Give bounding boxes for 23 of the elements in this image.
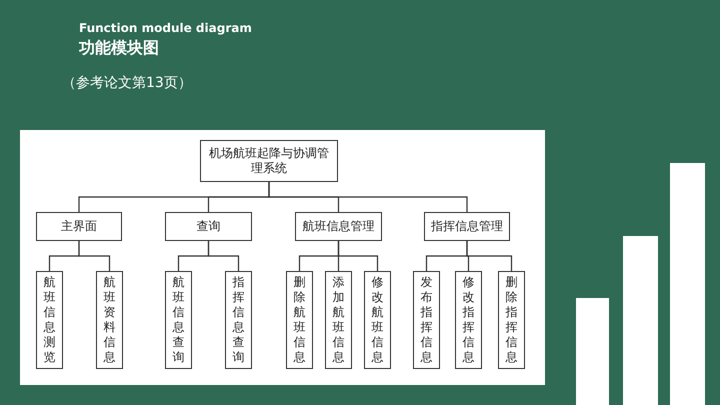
function-box: 删除航班信息 bbox=[286, 271, 313, 369]
connector-line bbox=[338, 241, 378, 271]
module-box: 指挥信息管理 bbox=[424, 212, 510, 241]
function-box: 修改航班信息 bbox=[364, 271, 391, 369]
subtitle: Function module diagram bbox=[79, 21, 252, 35]
connector-line bbox=[78, 241, 110, 271]
system-box: 机场航班起降与协调管理系统 bbox=[200, 140, 338, 182]
function-box: 航班信息测览 bbox=[36, 271, 63, 369]
connector-line bbox=[268, 182, 468, 212]
connector-line bbox=[466, 241, 512, 271]
note: （参考论文第13页） bbox=[62, 74, 192, 92]
module-box: 查询 bbox=[165, 212, 252, 241]
function-box: 修改指挥信息 bbox=[455, 271, 482, 369]
function-box: 航班信息查询 bbox=[165, 271, 192, 369]
title: 功能模块图 bbox=[79, 38, 159, 59]
function-box: 航班资料信息 bbox=[96, 271, 123, 369]
module-box: 主界面 bbox=[36, 212, 122, 241]
module-box: 航班信息管理 bbox=[295, 212, 382, 241]
connector-line bbox=[208, 241, 240, 271]
function-box: 添加航班信息 bbox=[325, 271, 352, 369]
function-box: 发布指挥信息 bbox=[413, 271, 440, 369]
function-box: 删除指挥信息 bbox=[498, 271, 525, 369]
function-box: 指挥信息查询 bbox=[225, 271, 252, 369]
